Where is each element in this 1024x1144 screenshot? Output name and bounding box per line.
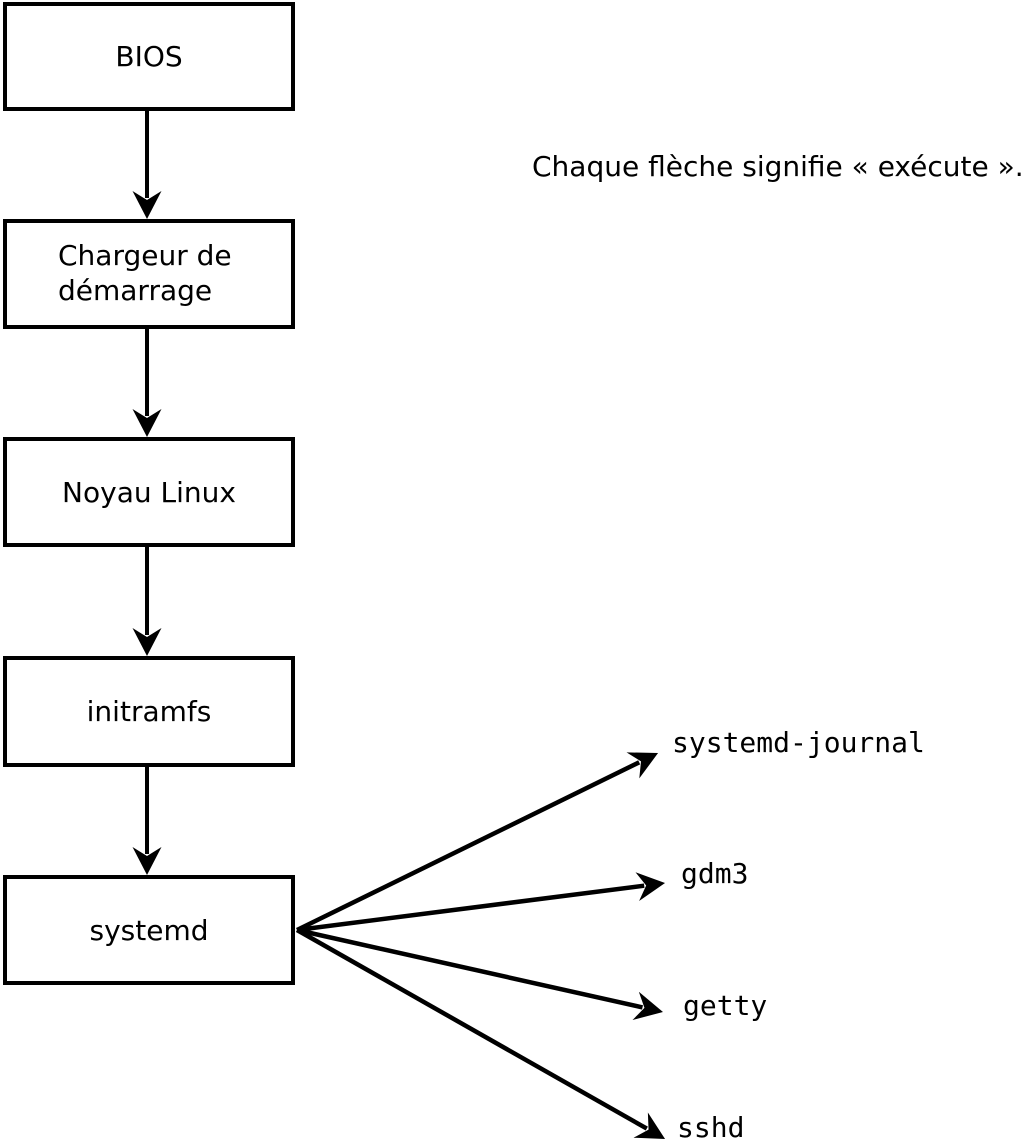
label-sshd: sshd — [677, 1111, 744, 1144]
box-systemd-label: systemd — [90, 914, 209, 947]
box-bios — [3, 2, 295, 111]
box-kernel-label: Noyau Linux — [62, 476, 236, 509]
box-bootloader-label-line1: Chargeur de — [58, 239, 232, 272]
box-bootloader — [3, 219, 295, 329]
box-kernel — [3, 437, 295, 547]
box-initramfs — [3, 656, 295, 767]
arrow-systemd-to-sshd — [295, 928, 666, 1139]
label-gdm3: gdm3 — [681, 857, 748, 890]
arrow-systemd-to-systemd-journal — [296, 752, 659, 933]
box-bios-label: BIOS — [115, 40, 182, 73]
box-bootloader-label-line2: démarrage — [58, 274, 212, 307]
label-getty: getty — [683, 989, 767, 1022]
box-systemd — [3, 875, 295, 985]
box-initramfs-label: initramfs — [87, 695, 212, 728]
label-systemd-journal: systemd-journal — [672, 726, 925, 759]
arrow-systemd-to-getty — [296, 927, 663, 1021]
arrow-systemd-to-gdm3 — [296, 872, 666, 933]
note-text: Chaque flèche signifie « exécute ». — [532, 150, 1024, 183]
